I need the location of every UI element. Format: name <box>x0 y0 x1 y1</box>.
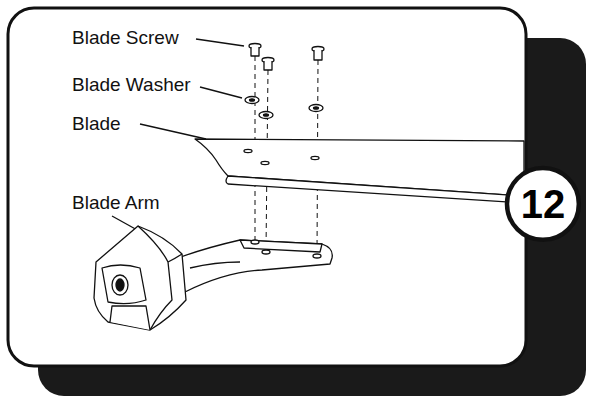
leader-line <box>200 87 242 98</box>
step-frame <box>8 8 526 366</box>
blade <box>195 139 524 203</box>
step-number-circle: 12 <box>504 165 582 243</box>
blade-washer <box>245 97 323 119</box>
part-label: Blade Washer <box>72 75 191 94</box>
blade-arm <box>94 226 332 330</box>
part-label: Blade Arm <box>72 193 160 212</box>
step-number: 12 <box>521 184 566 224</box>
leader-line <box>196 39 244 46</box>
leader-line <box>140 124 206 139</box>
part-label: Blade <box>72 114 121 133</box>
blade-screw <box>249 44 324 71</box>
part-label: Blade Screw <box>72 28 179 47</box>
